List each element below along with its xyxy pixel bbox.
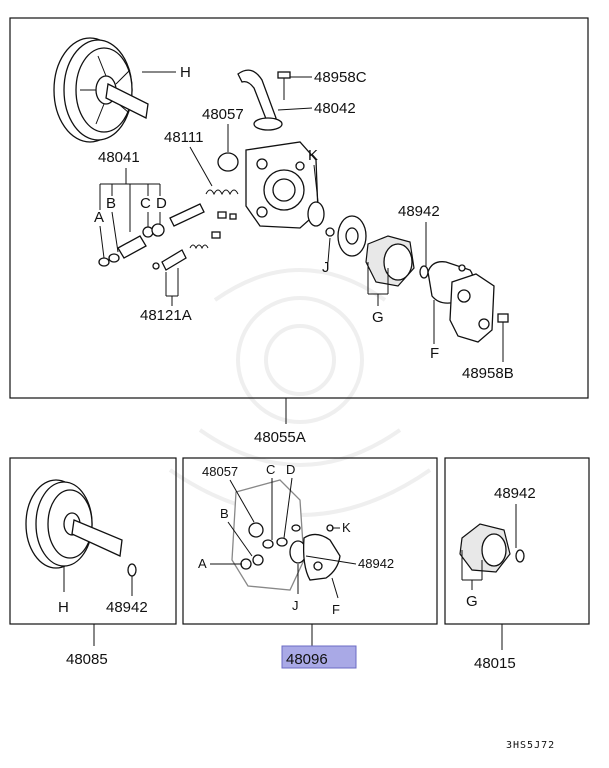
- assembly-48085: 48085: [66, 651, 108, 668]
- bushing-48057: [217, 152, 239, 172]
- bolt-48958b: [497, 313, 509, 362]
- label-kit-k: K: [342, 520, 351, 535]
- leader-j: [327, 237, 331, 263]
- valve-assembly-48041: [98, 203, 237, 267]
- label-f: F: [430, 345, 439, 362]
- leader-kit-b: [227, 521, 253, 557]
- ring-box: 48942 G: [444, 457, 590, 625]
- diagram-code: 3HS5J72: [506, 740, 555, 751]
- cam-ring-small-g: [459, 523, 511, 573]
- label-b: B: [106, 195, 116, 212]
- label-c: C: [140, 195, 151, 212]
- label-48958c: 48958C: [314, 69, 367, 86]
- leader-48111: [189, 146, 213, 187]
- pulley-drawing-small: [25, 479, 123, 569]
- kit-box: 48057 C D B K A 48942 J F: [182, 457, 438, 625]
- pulley-box-frame: [9, 457, 177, 625]
- assembly-48055a: 48055A: [254, 429, 306, 446]
- label-48121a: 48121A: [140, 307, 192, 324]
- label-pulley-48942: 48942: [106, 599, 148, 616]
- rotor-drawing: [337, 215, 367, 257]
- oring-k: [307, 201, 325, 227]
- ring-box-frame: [444, 457, 590, 625]
- label-a: A: [94, 209, 104, 226]
- assembly-48015: 48015: [474, 655, 516, 672]
- label-48111: 48111: [164, 129, 204, 146]
- label-48057: 48057: [202, 106, 244, 123]
- pulley-drawing: [53, 37, 149, 143]
- ring-ring-48942: [515, 549, 525, 563]
- highlight-48096[interactable]: [281, 645, 357, 669]
- bracket-48041: [99, 168, 161, 232]
- pulley-box: H 48942: [9, 457, 177, 625]
- ring-pulley-48942: [127, 563, 137, 577]
- leader-kit-48942: [305, 555, 357, 565]
- ring-48942: [419, 265, 429, 279]
- label-kit-j: J: [292, 598, 299, 613]
- label-kit-d: D: [286, 462, 295, 477]
- pump-body-drawing: [245, 141, 319, 229]
- label-j: J: [322, 259, 330, 276]
- main-box-frame: [9, 17, 589, 399]
- label-d: D: [156, 195, 167, 212]
- leader-kit-f: [331, 577, 339, 599]
- leader-a: [99, 225, 105, 259]
- label-kit-48942: 48942: [358, 556, 394, 571]
- label-48041: 48041: [98, 149, 140, 166]
- label-48958b: 48958B: [462, 365, 514, 382]
- label-k: K: [308, 147, 318, 164]
- bracket-g: [367, 262, 389, 306]
- kit-box-frame: [182, 457, 438, 625]
- label-48942: 48942: [398, 203, 440, 220]
- label-kit-f: F: [332, 602, 340, 617]
- label-kit-c: C: [266, 462, 275, 477]
- bracket-ring-g: [461, 550, 483, 590]
- leader-b: [111, 211, 119, 253]
- label-ring-g: G: [466, 593, 478, 610]
- valve-assembly-48121a: [152, 231, 221, 271]
- outlet-tube-drawing: [237, 69, 283, 131]
- kit-body-drawing: [231, 479, 341, 591]
- cam-ring-g: [365, 235, 415, 287]
- leader-48042: [277, 107, 313, 111]
- label-kit-b: B: [220, 506, 229, 521]
- label-h: H: [180, 64, 191, 81]
- leader-kit-48057: [229, 479, 255, 523]
- label-kit-48057: 48057: [202, 464, 238, 479]
- label-g: G: [372, 309, 384, 326]
- pin-j: [325, 227, 335, 237]
- bracket-48121a: [165, 268, 179, 306]
- spring-48111: [205, 189, 239, 196]
- bolt-48958c: [277, 71, 312, 100]
- assembly-48096[interactable]: 48096: [286, 651, 328, 668]
- label-pulley-h: H: [58, 599, 69, 616]
- label-48042: 48042: [314, 100, 356, 117]
- main-pump-box: H 48958C 48042 48057 48111: [9, 17, 589, 399]
- rear-cover-drawing: [449, 273, 495, 343]
- label-kit-a: A: [198, 556, 207, 571]
- label-ring-48942: 48942: [494, 485, 536, 502]
- leader-kit-d: [283, 477, 293, 539]
- leader-k: [313, 164, 319, 203]
